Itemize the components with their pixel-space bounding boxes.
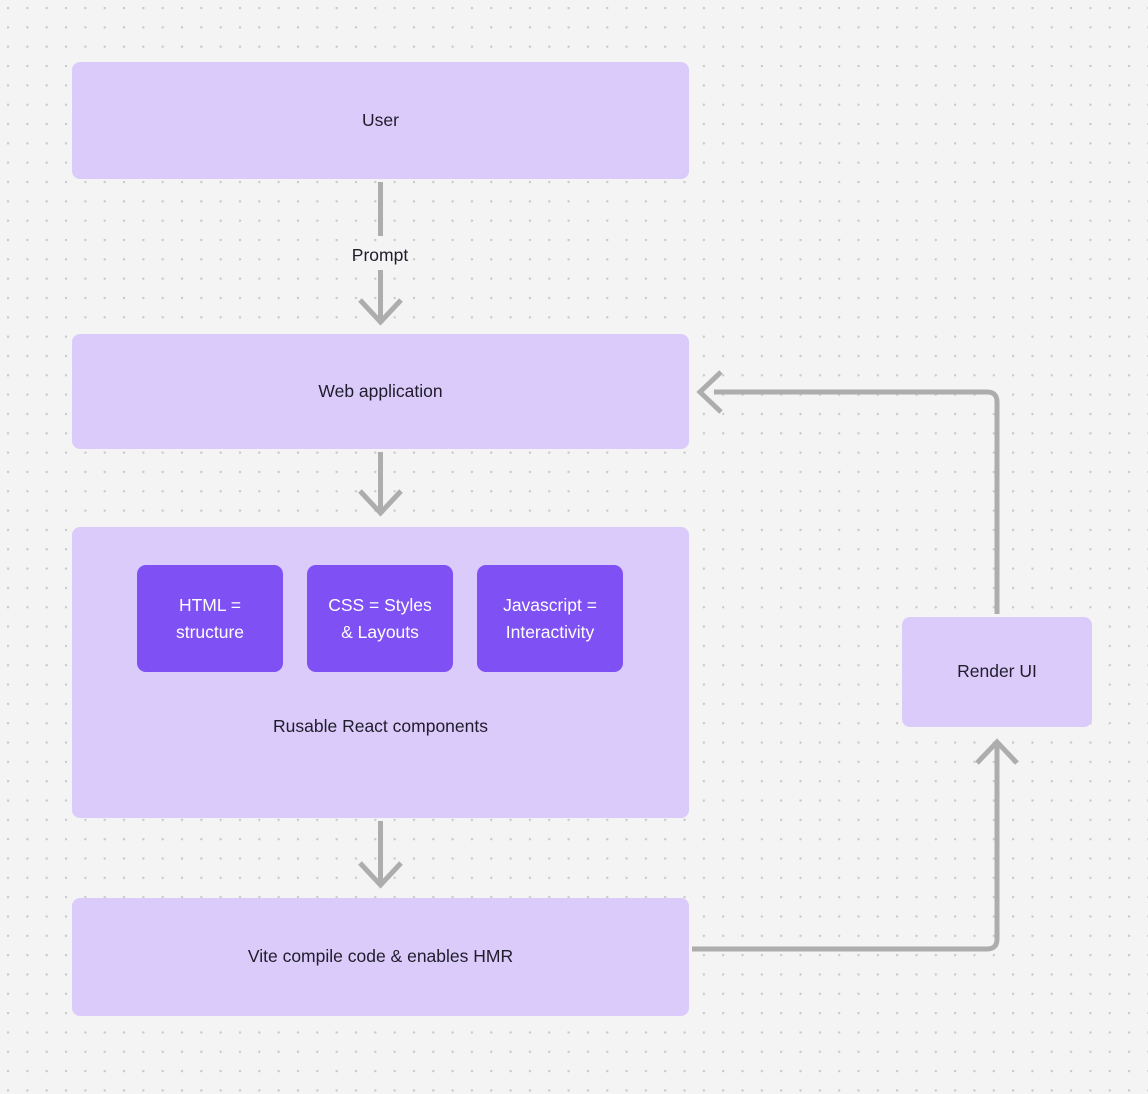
chip-javascript-line2: Interactivity [505,621,595,642]
components-inner: HTML = structure CSS = Styles & Layouts … [72,527,689,818]
chip-javascript[interactable]: Javascript = Interactivity [477,565,623,672]
arrowhead-vite-to-render [975,738,1019,765]
chip-javascript-line1: Javascript = [503,595,597,616]
arrowhead-components-to-vite [358,861,403,889]
arrowhead-render-to-webapp [696,370,723,414]
chip-css-line1: CSS = Styles [328,595,432,616]
arrowhead-webapp-to-components [358,489,403,517]
components-caption-text: Rusable React components [273,716,488,736]
edge-label-prompt-text: Prompt [351,245,409,265]
chip-html-line2: structure [175,621,245,642]
arrowhead-prompt-to-webapp [358,298,403,326]
chip-javascript-label: Javascript = Interactivity [503,592,597,645]
chip-css-line2: & Layouts [341,621,419,642]
edge-label-prompt: Prompt [343,245,417,266]
edge-vite-to-render [692,744,1000,952]
node-render-ui[interactable]: Render UI [902,617,1092,727]
chip-html[interactable]: HTML = structure [137,565,283,672]
node-web-application-label: Web application [318,380,443,401]
components-caption: Rusable React components [72,715,689,739]
chip-css-label: CSS = Styles & Layouts [328,592,432,645]
node-react-components-group[interactable]: HTML = structure CSS = Styles & Layouts … [72,527,689,818]
chip-html-label: HTML = structure [176,592,244,645]
node-user-label: User [362,109,399,130]
node-user[interactable]: User [72,62,689,179]
node-vite[interactable]: Vite compile code & enables HMR [72,898,689,1016]
node-render-ui-label: Render UI [957,661,1037,682]
chip-css[interactable]: CSS = Styles & Layouts [307,565,453,672]
edge-render-to-webapp [714,389,1000,614]
chip-html-line1: HTML = [178,595,242,616]
node-vite-label: Vite compile code & enables HMR [247,946,514,967]
node-web-application[interactable]: Web application [72,334,689,449]
